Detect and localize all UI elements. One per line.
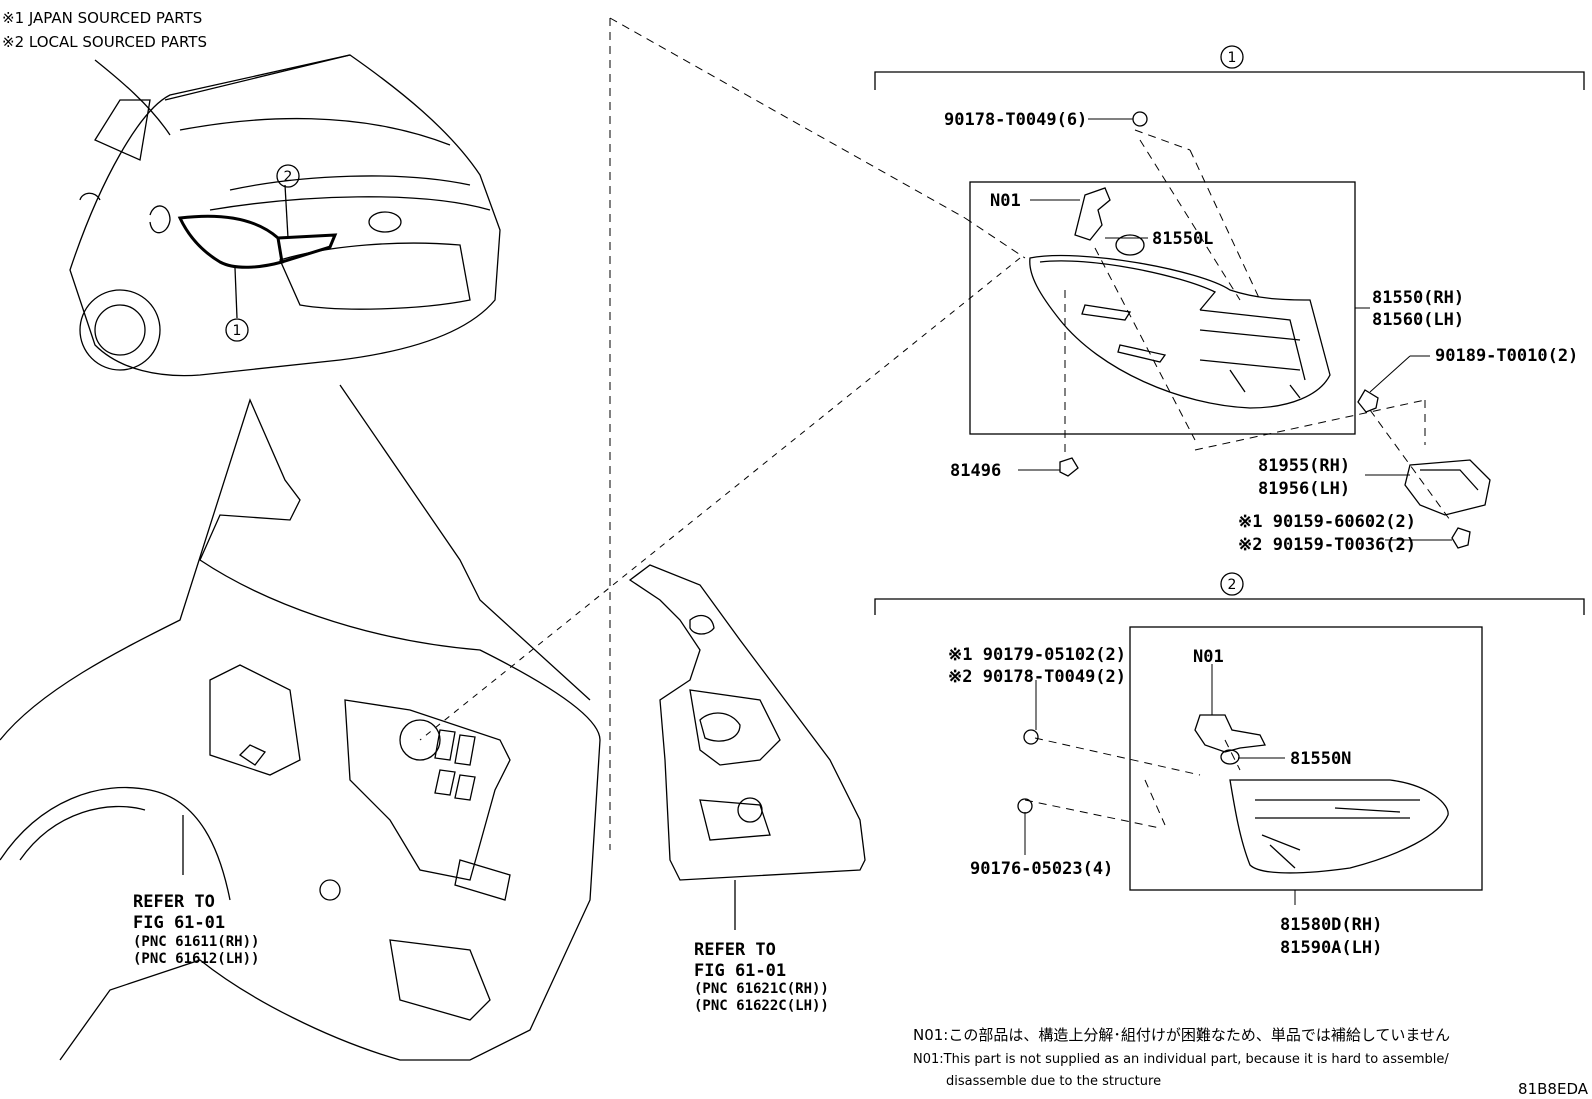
- clip-90179: [1023, 729, 1039, 745]
- nut-90176: [1017, 798, 1033, 814]
- callout-2-car-label: 2: [284, 169, 293, 185]
- callout-circle-1-top: [1220, 45, 1244, 69]
- ref-middle-line3: (PNC 61621C(RH)): [694, 981, 829, 997]
- clip-90178-t0049: [1132, 111, 1148, 127]
- callout-1-label: 1: [1228, 50, 1237, 66]
- label-90159-t0036: ※2 90159-T0036(2): [1238, 535, 1416, 555]
- note-japan-sourced: ※1 JAPAN SOURCED PARTS: [2, 9, 202, 27]
- ref-left-line3: (PNC 61611(RH)): [133, 934, 259, 950]
- highlight-lamp-inner: [277, 233, 338, 264]
- label-81956-lh: 81956(LH): [1258, 479, 1350, 499]
- callout-1-car-label: 1: [233, 323, 242, 339]
- note-local-sourced: ※2 LOCAL SOURCED PARTS: [2, 33, 207, 51]
- group2-box: [1129, 626, 1483, 891]
- socket-n01-group2: [1194, 714, 1266, 753]
- tail-lamp-81550: [1029, 254, 1331, 409]
- label-81560-lh: 81560(LH): [1372, 310, 1464, 330]
- label-n01-group1: N01: [990, 191, 1021, 211]
- label-90189-t0010: 90189-T0010(2): [1435, 346, 1578, 366]
- bulb-81550l: [1115, 234, 1145, 256]
- label-81590a-lh: 81590A(LH): [1280, 938, 1382, 958]
- callout-circle-1-car: [225, 318, 249, 342]
- diagram-code: 81B8EDA: [1518, 1080, 1589, 1098]
- screw-90189-t0010: [1357, 389, 1379, 413]
- label-n01-group2: N01: [1193, 647, 1224, 667]
- ref-middle-line4: (PNC 61622C(LH)): [694, 998, 829, 1014]
- label-81550n: 81550N: [1290, 749, 1351, 769]
- tail-lamp-81580: [1229, 779, 1449, 874]
- label-81580d-rh: 81580D(RH): [1280, 915, 1382, 935]
- ref-left-line4: (PNC 61612(LH)): [133, 951, 259, 967]
- ref-middle-line1: REFER TO: [694, 940, 776, 960]
- ref-left-line2: FIG 61-01: [133, 913, 225, 933]
- label-90176-05023: 90176-05023(4): [970, 859, 1113, 879]
- label-90159-60602: ※1 90159-60602(2): [1238, 512, 1416, 532]
- label-81955-rh: 81955(RH): [1258, 456, 1350, 476]
- callout-circle-2-car: [276, 164, 300, 188]
- bulb-81550n: [1220, 749, 1240, 765]
- group2-bracket: [874, 598, 1585, 615]
- bolt-90159: [1451, 527, 1471, 549]
- quarter-panel-illustration: [0, 384, 601, 1061]
- label-90178-t0049-6: 90178-T0049(6): [944, 110, 1087, 130]
- socket-n01-group1: [1074, 187, 1111, 241]
- bracket-81955: [1404, 459, 1491, 516]
- callout-2-label: 2: [1228, 577, 1237, 593]
- grommet-81496: [1059, 457, 1079, 477]
- label-90178-t0049-2: ※2 90178-T0049(2): [948, 667, 1126, 687]
- footnote-jp: N01:この部品は、構造上分解･組付けが困難なため、単品では補給していません: [913, 1026, 1450, 1044]
- group1-bracket: [874, 71, 1585, 90]
- callout-circle-2-top: [1220, 572, 1244, 596]
- car-rear-illustration: [69, 54, 501, 377]
- highlight-lamp-outer: [177, 214, 284, 269]
- footnote-en-line1: N01:This part is not supplied as an indi…: [913, 1052, 1449, 1067]
- exploded-view-lines: [419, 17, 1451, 850]
- group1-box: [969, 181, 1356, 435]
- leader-lines: [1018, 118, 1452, 905]
- ref-left-line1: REFER TO: [133, 892, 215, 912]
- inner-panel-illustration: [628, 564, 866, 930]
- label-81496: 81496: [950, 461, 1001, 481]
- label-90179-05102: ※1 90179-05102(2): [948, 645, 1126, 665]
- label-81550l: 81550L: [1152, 229, 1213, 249]
- footnote-en-line2: disassemble due to the structure: [946, 1074, 1161, 1089]
- label-81550-rh: 81550(RH): [1372, 288, 1464, 308]
- ref-middle-line2: FIG 61-01: [694, 961, 786, 981]
